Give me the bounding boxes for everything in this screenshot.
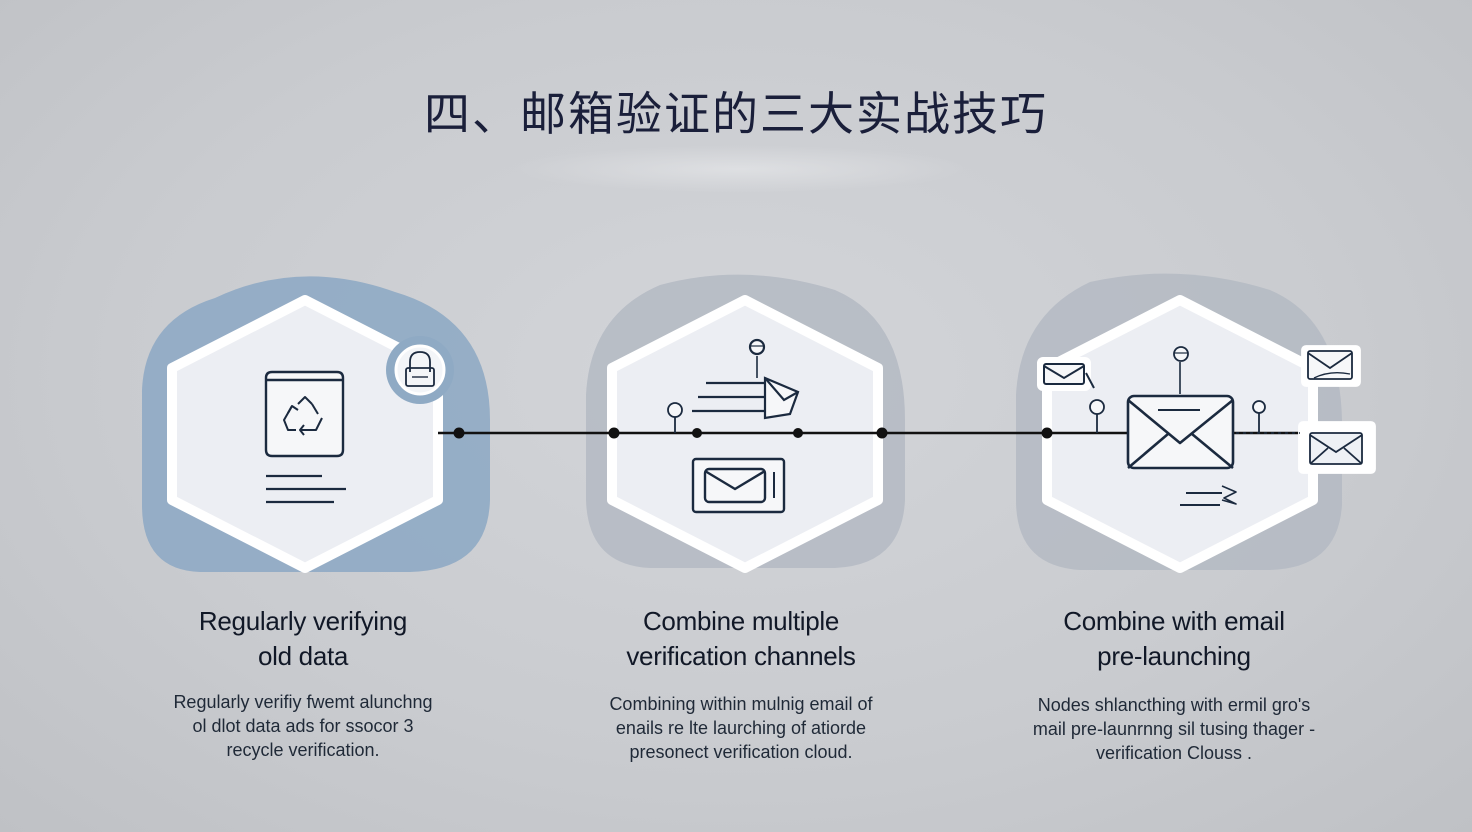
step3-title: Combine with email pre-launching	[994, 604, 1354, 674]
lock-icon	[386, 336, 454, 404]
title-shadow-smudge	[510, 145, 970, 193]
step1-title-line2: old data	[257, 641, 349, 671]
mail-card-icon	[691, 457, 786, 514]
recycle-bin-icon	[264, 370, 345, 458]
step3-title-line1: Combine with email	[1063, 606, 1285, 636]
step3-desc-line3: verification Clouss .	[1095, 743, 1253, 763]
floating-envelope-icon	[1298, 421, 1376, 474]
step1-desc-line1: Regularly verifiy fwemt alunchng	[173, 692, 433, 712]
connector-dots	[453, 427, 1053, 439]
pin-icon	[667, 402, 683, 433]
text-lines-icon	[266, 474, 346, 504]
step2-title-line2: verification channels	[626, 641, 856, 671]
step2-desc-line2: enails re lte laurching of atiorde	[615, 718, 867, 738]
floating-envelope-icon	[1037, 357, 1095, 391]
step1-title: Regularly verifying old data	[123, 604, 483, 674]
step3-desc-line1: Nodes shlancthing with ermil gro's	[1037, 695, 1311, 715]
step1-description: Regularly verifiy fwemt alunchng ol dlot…	[123, 690, 483, 762]
step1-title-line1: Regularly verifying	[198, 606, 408, 636]
send-mail-icon	[692, 338, 800, 420]
page-title: 四、邮箱验证的三大实战技巧	[424, 87, 1048, 141]
step2-desc-line3: presonect verification cloud.	[629, 742, 853, 762]
step2-title: Combine multiple verification channels	[561, 604, 921, 674]
step3-desc-line2: mail pre-launrnng sil tusing thager -	[1032, 719, 1316, 739]
step1-desc-line2: ol dlot data ads for ssocor 3	[192, 716, 414, 736]
step3-description: Nodes shlancthing with ermil gro's mail …	[994, 693, 1354, 765]
step2-title-line1: Combine multiple	[642, 606, 840, 636]
step1-desc-line3: recycle verification.	[226, 740, 380, 760]
step2-description: Combining within mulnig email of enails …	[561, 692, 921, 764]
envelope-icon	[1126, 346, 1237, 506]
floating-envelope-icon	[1301, 345, 1361, 387]
step2-desc-line1: Combining within mulnig email of	[609, 694, 873, 714]
pin-icon	[1089, 399, 1266, 433]
step3-title-line2: pre-launching	[1097, 641, 1251, 671]
